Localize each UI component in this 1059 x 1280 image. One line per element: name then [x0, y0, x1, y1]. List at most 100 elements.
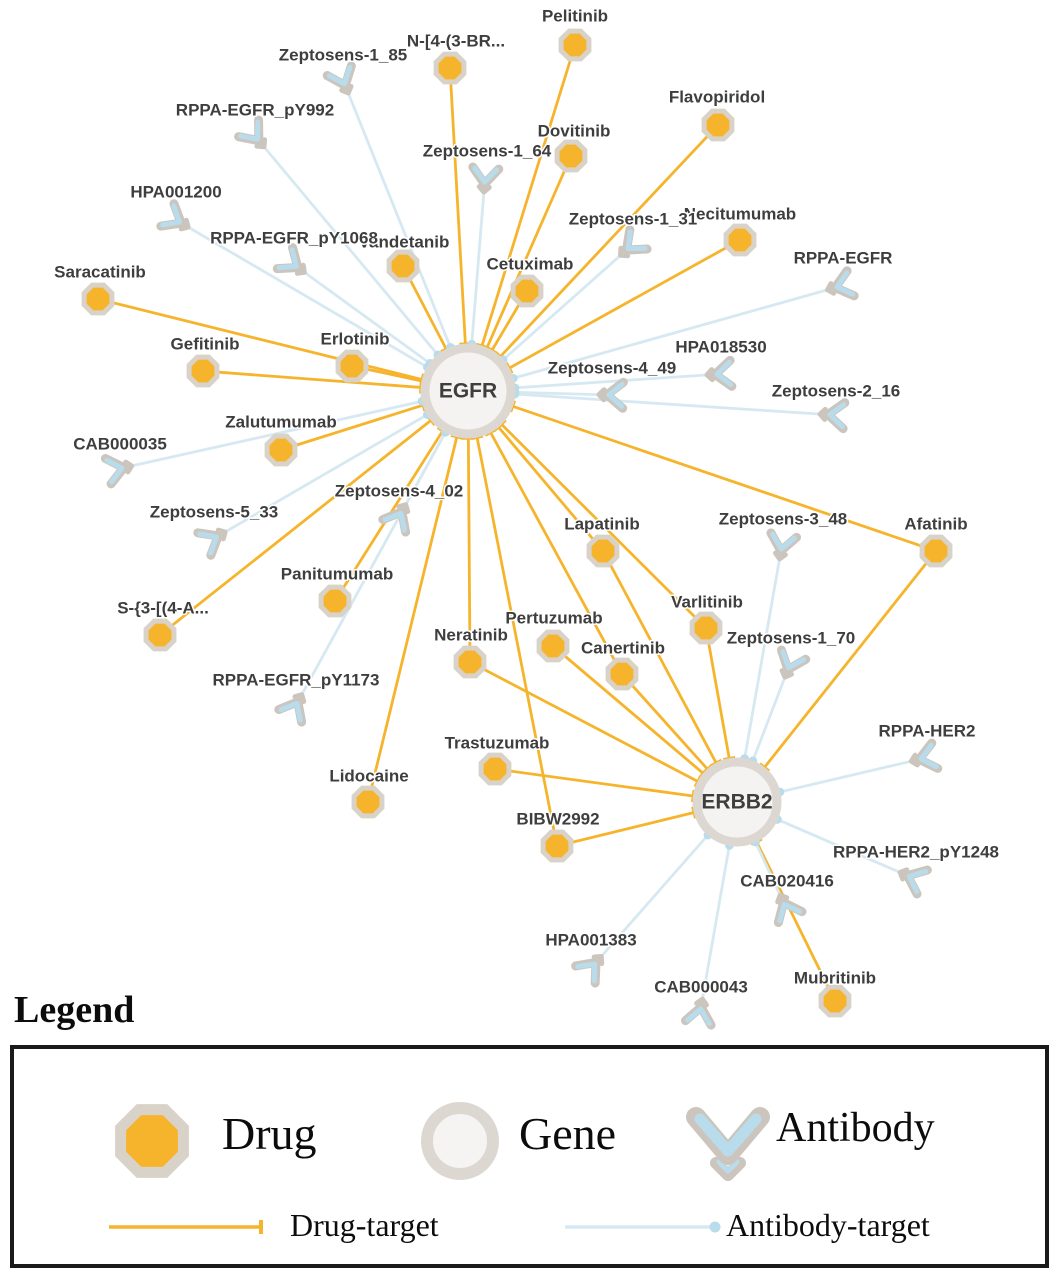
antibody-node-zeptosens-5_33[interactable]: [193, 521, 232, 560]
drug-target-edge: [467, 389, 937, 553]
gene-node-ERBB2[interactable]: [692, 757, 782, 847]
drug-target-edge: [466, 44, 577, 392]
drug-node-afatinib[interactable]: [919, 534, 953, 568]
antibody-label-cab000043: CAB000043: [654, 978, 748, 997]
antibody-chevron-tail-icon: [339, 83, 354, 96]
drug-target-edge: [466, 124, 720, 392]
antibody-chevron-tail-icon: [775, 892, 790, 905]
antibody-chevron-fill-icon: [238, 119, 261, 142]
drug-target-edge: [735, 550, 938, 803]
antibody-chevron-fill-icon: [918, 742, 939, 770]
drug-node-varlitinib[interactable]: [689, 611, 723, 645]
drug-label-mubritinib: Mubritinib: [794, 969, 876, 988]
antibody-label-rppa-her2: RPPA-HER2: [879, 722, 976, 741]
antibody-chevron-fill-icon: [276, 247, 299, 271]
antibody-label-rppa-egfr_py1068: RPPA-EGFR_pY1068: [210, 229, 378, 248]
drug-node-trastuzumab[interactable]: [478, 752, 512, 786]
drug-node-erlotinib[interactable]: [335, 349, 369, 383]
antibody-node-cab000035[interactable]: [100, 453, 135, 489]
drug-node-canertinib[interactable]: [605, 657, 639, 691]
antibody-label-rppa-egfr: RPPA-EGFR: [794, 249, 893, 268]
drug-node-flavopiridol[interactable]: [701, 108, 735, 142]
antibody-node-hpa018530[interactable]: [704, 355, 737, 391]
drug-target-edge: [467, 238, 741, 393]
antibody-node-rppa-egfr_py992[interactable]: [234, 115, 274, 155]
antibody-label-zeptosens-2_16: Zeptosens-2_16: [772, 382, 901, 401]
drug-node-saracatinib[interactable]: [81, 282, 115, 316]
antibody-legend-icon: [686, 1107, 770, 1181]
drug-node-pertuzumab[interactable]: [536, 629, 570, 663]
antibody-node-zeptosens-4_02[interactable]: [378, 498, 417, 537]
legend-label-gene: Gene: [519, 1108, 617, 1159]
antibody-chevron-tail-icon: [591, 953, 605, 967]
drug-node-zalutumumab[interactable]: [264, 433, 298, 467]
antibody-node-zeptosens-1_31[interactable]: [612, 225, 652, 265]
antibody-chevron-tail-icon: [476, 184, 492, 195]
antibody-node-cab020416[interactable]: [768, 890, 807, 928]
antibody-target-edge: [293, 390, 470, 708]
antibody-node-rppa-egfr[interactable]: [824, 266, 859, 303]
antibody-target-edge: [175, 218, 469, 393]
drug-node-dovitinib[interactable]: [554, 139, 588, 173]
gene-node-EGFR[interactable]: [420, 343, 516, 439]
drug-label-dovitinib: Dovitinib: [538, 122, 611, 141]
drug-target-edge: [448, 67, 470, 392]
antibody-node-zeptosens-4_49[interactable]: [596, 377, 628, 413]
drug-node-vandetanib[interactable]: [386, 249, 420, 283]
antibody-label-zeptosens-1_70: Zeptosens-1_70: [727, 629, 856, 648]
antibody-chevron-tail-icon: [704, 367, 715, 383]
antibody-chevron-tail-icon: [908, 752, 920, 768]
drug-node-lidocaine[interactable]: [351, 785, 385, 819]
drug-node-cetuximab[interactable]: [510, 274, 544, 308]
drug-legend-icon: [115, 1104, 189, 1178]
antibody-node-zeptosens-1_70[interactable]: [773, 645, 811, 682]
antibody-chevron-fill-icon: [714, 359, 734, 387]
antibody-chevron-fill-icon: [777, 901, 803, 924]
antibody-node-hpa001383[interactable]: [571, 948, 611, 988]
antibody-node-rppa-egfr_py1173[interactable]: [274, 688, 313, 727]
antibody-node-cab000043[interactable]: [680, 996, 716, 1030]
antibody-target-edge: [341, 79, 470, 392]
drug-label-bibw2992: BIBW2992: [516, 810, 599, 829]
antibody-node-rppa-egfr_py1068[interactable]: [272, 243, 312, 283]
antibody-label-hpa001200: HPA001200: [130, 183, 221, 202]
antibody-label-zeptosens-5_33: Zeptosens-5_33: [150, 503, 279, 522]
drug-node-gefitinib[interactable]: [186, 354, 220, 388]
drug-node-bibw2992[interactable]: [540, 829, 574, 863]
drug-node-s3-4a[interactable]: [143, 618, 177, 652]
antibody-node-zeptosens-1_85[interactable]: [322, 61, 360, 98]
antibody-node-rppa-her2[interactable]: [908, 738, 943, 774]
antibody-label-hpa018530: HPA018530: [675, 338, 766, 357]
antibody-chevron-fill-icon: [780, 649, 806, 671]
drug-node-n4-3br[interactable]: [433, 51, 467, 85]
drug-target-edge: [366, 390, 470, 803]
antibody-chevron-fill-icon: [906, 868, 929, 895]
drug-label-vandetanib: Vandetanib: [359, 233, 450, 252]
antibody-chevron-fill-icon: [278, 700, 303, 723]
antibody-label-rppa-her2_py1248: RPPA-HER2_pY1248: [833, 843, 999, 862]
drug-node-panitumumab[interactable]: [318, 584, 352, 618]
drug-target-edge: [467, 390, 707, 629]
drug-node-necitumumab[interactable]: [723, 223, 757, 257]
drug-node-pelitinib[interactable]: [558, 28, 592, 62]
drug-label-saracatinib: Saracatinib: [54, 263, 146, 282]
drug-label-erlotinib: Erlotinib: [321, 330, 390, 349]
antibody-target-edge: [117, 389, 469, 471]
antibody-chevron-fill-icon: [575, 961, 598, 984]
antibody-chevron-tail-icon: [178, 217, 191, 232]
antibody-node-zeptosens-2_16[interactable]: [817, 398, 850, 434]
drug-label-zalutumumab: Zalutumumab: [225, 413, 336, 432]
drug-node-neratinib[interactable]: [453, 645, 487, 679]
antibody-node-hpa001200[interactable]: [156, 199, 195, 239]
antibody-node-zeptosens-3_48[interactable]: [766, 528, 802, 562]
antibody-chevron-fill-icon: [606, 381, 625, 409]
legend-label-drug-target: Drug-target: [290, 1207, 439, 1243]
drug-node-lapatinib[interactable]: [586, 534, 620, 568]
antibody-node-rppa-her2_py1248[interactable]: [895, 861, 932, 899]
drug-label-s3-4a: S-{3-[(4-A...: [117, 599, 209, 618]
antibody-target-edge-icon: [565, 1221, 721, 1233]
drug-node-mubritinib[interactable]: [818, 984, 852, 1018]
antibody-chevron-tail-icon: [825, 281, 837, 296]
antibody-node-zeptosens-1_64[interactable]: [468, 162, 504, 195]
